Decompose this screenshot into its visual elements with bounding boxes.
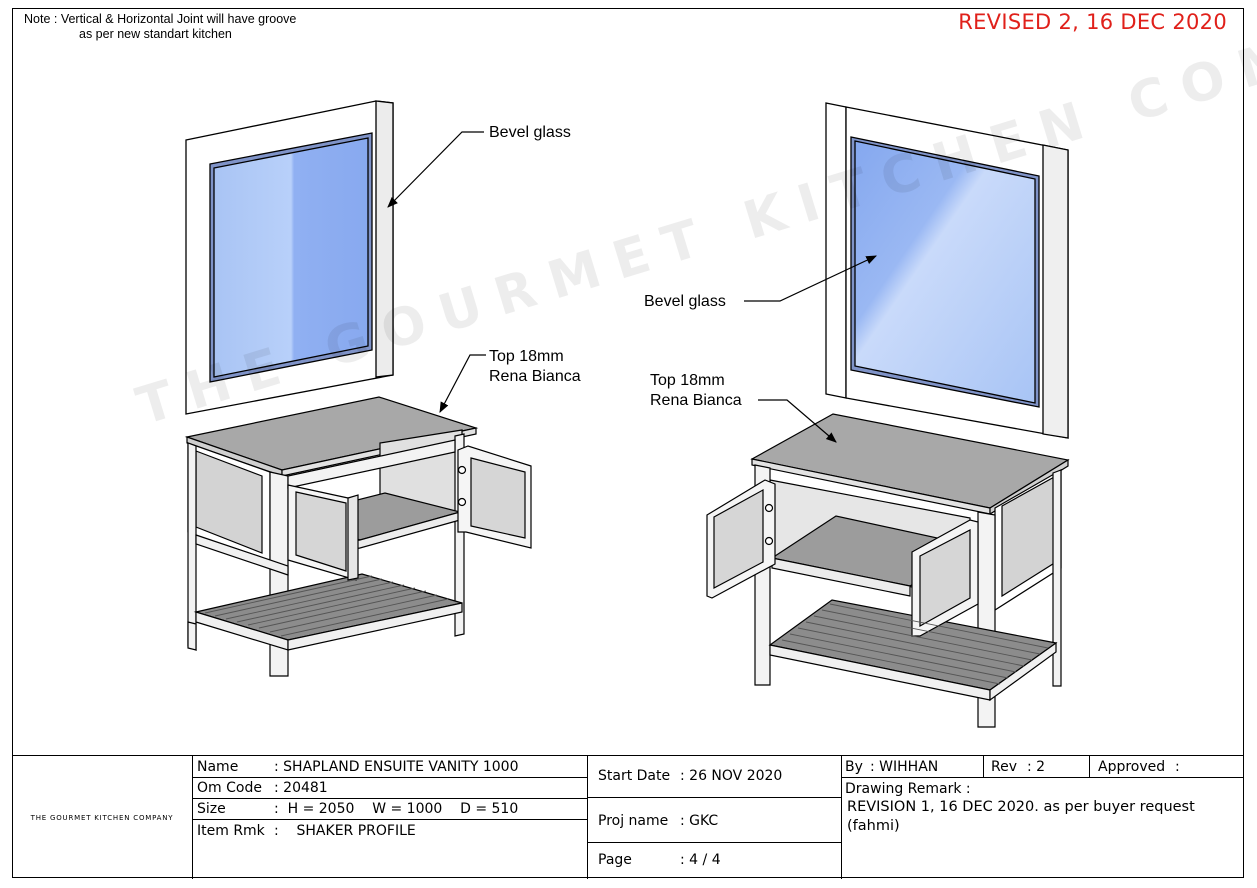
- drawing-remark-line-1: REVISION 1, 16 DEC 2020. as per buyer re…: [847, 799, 1195, 815]
- item-remark-label: Item Rmk: [197, 823, 265, 839]
- om-code-value: : 20481: [274, 780, 328, 796]
- project-name-label: Proj name: [598, 813, 669, 829]
- divider: [587, 842, 841, 843]
- divider: [1089, 756, 1090, 777]
- title-block: THE GOURMET KITCHEN COMPANY Name : SHAPL…: [12, 755, 1244, 879]
- divider: [192, 756, 193, 879]
- left-slats: [204, 575, 449, 637]
- left-mirror: [185, 100, 394, 415]
- divider: [192, 798, 587, 799]
- approved-value: :: [1175, 759, 1180, 775]
- project-name-value: : GKC: [680, 813, 719, 829]
- right-mirror: [825, 102, 1069, 439]
- divider: [192, 819, 587, 820]
- item-remark-value: : SHAKER PROFILE: [274, 823, 416, 839]
- company-logo: THE GOURMET KITCHEN COMPANY: [30, 813, 174, 822]
- divider: [983, 756, 984, 777]
- page-value: : 4 / 4: [680, 852, 721, 868]
- drawing-note: Note : Vertical & Horizontal Joint will …: [24, 12, 296, 42]
- start-date-value: : 26 NOV 2020: [680, 768, 783, 784]
- divider: [587, 756, 588, 879]
- rev-label: Rev: [991, 759, 1017, 775]
- left-vanity: [184, 396, 532, 677]
- by-label: By: [845, 759, 863, 775]
- name-label: Name: [197, 759, 239, 775]
- note-line-1: Note : Vertical & Horizontal Joint will …: [24, 12, 297, 26]
- start-date-label: Start Date: [598, 768, 671, 784]
- size-label: Size: [197, 801, 226, 817]
- drawing-frame: [12, 8, 1244, 878]
- right-glass-callout: Bevel glass: [644, 293, 726, 310]
- left-legs: [187, 621, 197, 651]
- revision-banner: REVISED 2, 16 DEC 2020: [958, 10, 1227, 34]
- divider: [841, 777, 1244, 778]
- approved-label: Approved: [1098, 759, 1166, 775]
- divider: [841, 756, 842, 879]
- right-top-callout-1: Top 18mm: [650, 372, 725, 389]
- divider: [587, 797, 841, 798]
- name-value: : SHAPLAND ENSUITE VANITY 1000: [274, 759, 519, 775]
- page-label: Page: [598, 852, 632, 868]
- right-slats: [781, 603, 1049, 685]
- left-top-callout-1: Top 18mm: [489, 348, 564, 365]
- drawing-remark-line-2: (fahmi): [847, 818, 900, 834]
- leader-lines: [387, 131, 877, 443]
- left-top-callout-2: Rena Bianca: [489, 368, 581, 385]
- om-code-label: Om Code: [197, 780, 262, 796]
- drawing-remark-label: Drawing Remark :: [845, 781, 971, 797]
- size-value: : H = 2050 W = 1000 D = 510: [274, 801, 519, 817]
- right-top-callout-2: Rena Bianca: [650, 392, 742, 409]
- by-value: : WIHHAN: [870, 759, 939, 775]
- right-vanity: [706, 413, 1070, 728]
- note-line-2: as per new standart kitchen: [79, 27, 232, 41]
- divider: [192, 777, 587, 778]
- rev-value: : 2: [1027, 759, 1046, 775]
- left-glass-callout: Bevel glass: [489, 124, 571, 141]
